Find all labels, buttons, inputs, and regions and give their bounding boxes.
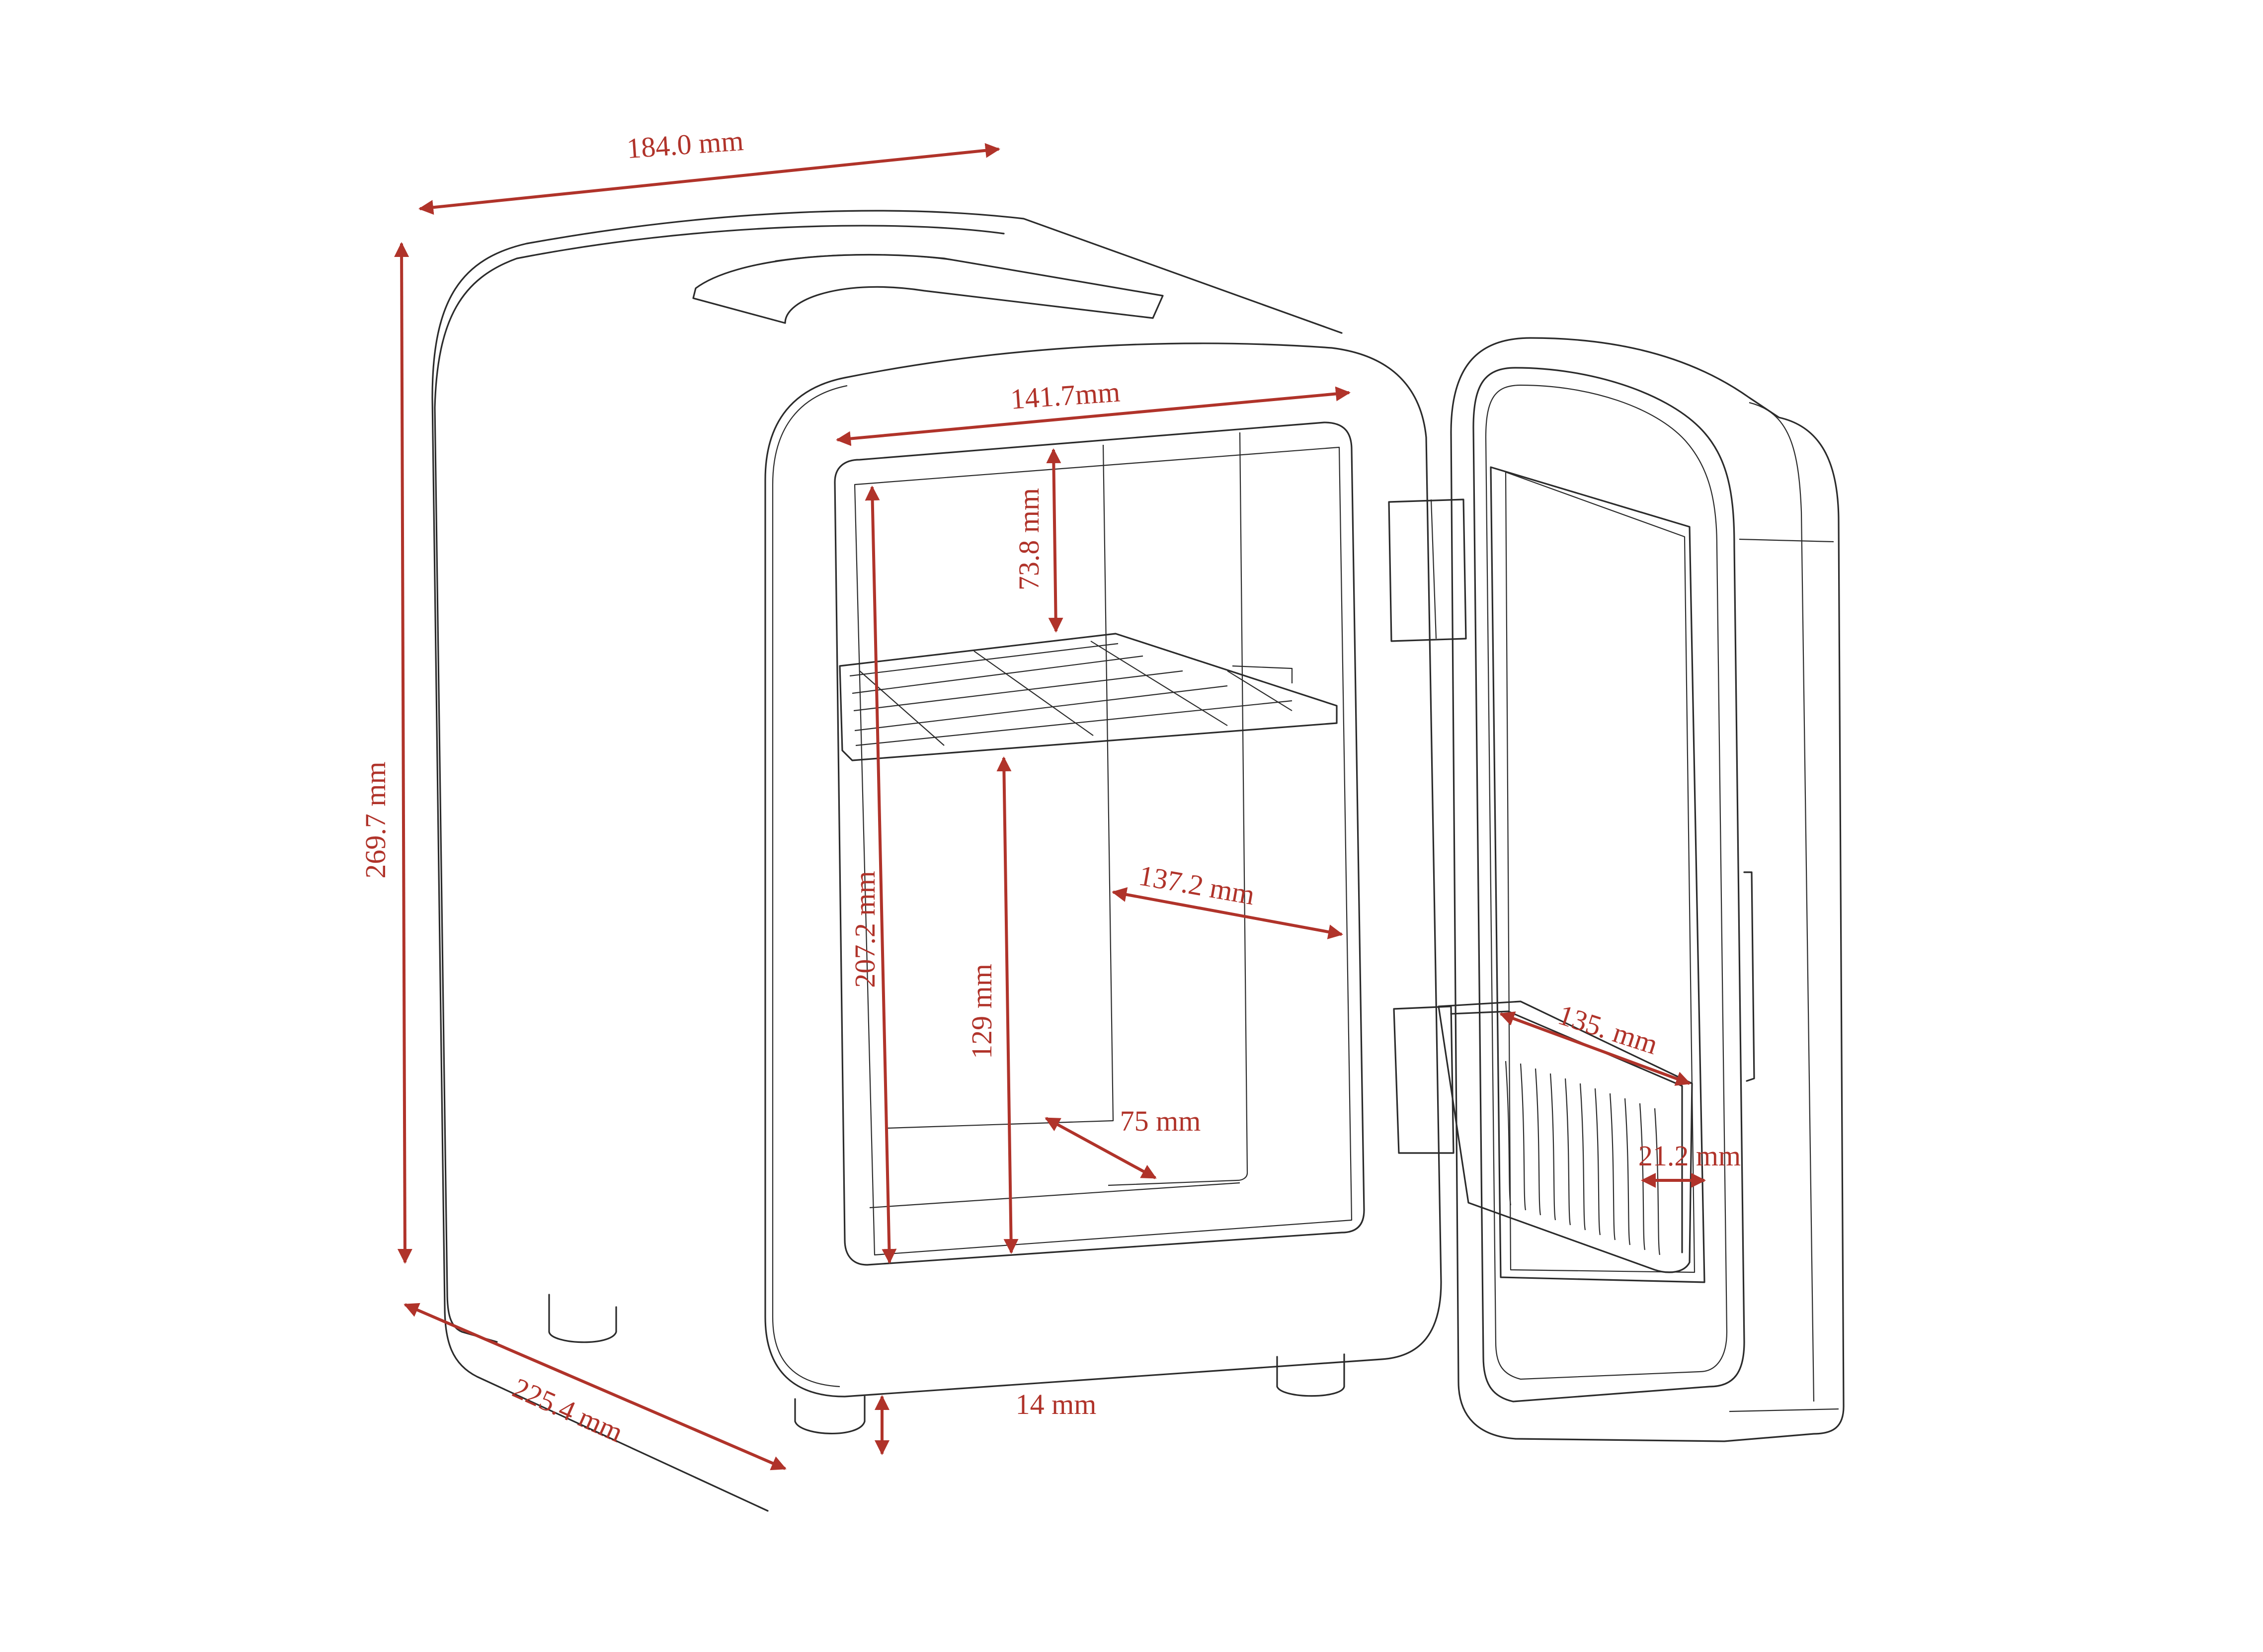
- label-upper-compartment: 73.8 mm: [1013, 488, 1045, 590]
- dimension-labels: 184.0 mm 269.7 mm 225.4 mm 141.7mm 73.8 …: [359, 124, 1741, 1449]
- label-inner-width: 141.7mm: [1009, 375, 1121, 415]
- door-side-seam: [1739, 538, 1834, 543]
- dim-arrow-upper-compartment: [1046, 448, 1063, 633]
- cavity-right-wall: [1108, 432, 1248, 1186]
- door-edge-line: [1749, 402, 1815, 1402]
- front-frame-bevel: [772, 385, 848, 1388]
- cavity-inner-edge: [854, 446, 1353, 1256]
- dim-arrow-inner-height: [865, 486, 897, 1264]
- door-bottle-rack: [1438, 1000, 1693, 1273]
- label-top-width: 184.0 mm: [626, 124, 744, 165]
- dim-arrow-back-step: [1045, 1117, 1157, 1179]
- label-depth: 225.4 mm: [508, 1372, 628, 1449]
- label-door-shelf-depth: 21.2 mm: [1638, 1140, 1741, 1172]
- label-lower-compartment: 129 mm: [966, 964, 998, 1059]
- cavity-floor-line: [869, 1182, 1240, 1209]
- door-inner-panel: [1490, 466, 1705, 1283]
- dim-arrow-height: [394, 242, 412, 1264]
- dim-arrow-inner-width: [836, 386, 1351, 446]
- label-foot-height: 14 mm: [1016, 1388, 1097, 1420]
- label-height: 269.7 mm: [359, 761, 392, 878]
- dim-arrow-inner-depth: [1112, 887, 1343, 939]
- dimension-lines: [394, 143, 1706, 1471]
- label-door-shelf-width: 135. mm: [1554, 998, 1662, 1061]
- dim-arrow-door-shelf-width: [1499, 1011, 1691, 1086]
- door-bottom-seam: [1729, 1408, 1839, 1412]
- dim-arrow-top-width: [418, 143, 1000, 215]
- upper-hinge-seam: [1430, 499, 1437, 639]
- dim-arrow-lower-compartment: [996, 756, 1019, 1254]
- handle-groove: [775, 254, 974, 264]
- fridge-side-inner-edge: [434, 225, 1005, 1343]
- lower-hinge: [1393, 1005, 1455, 1154]
- door-inner-panel-lip: [1505, 471, 1696, 1273]
- door-magnet-strip: [1743, 871, 1755, 1082]
- foot-front-left: [794, 1396, 866, 1434]
- foot-back-left: [548, 1294, 617, 1343]
- label-inner-height: 207.2 mm: [849, 871, 881, 988]
- foot-front-right: [1276, 1353, 1345, 1397]
- door-outer-shell: [1450, 337, 1845, 1442]
- label-inner-depth: 137.2 mm: [1136, 859, 1257, 911]
- upper-hinge: [1388, 498, 1467, 642]
- label-back-step: 75 mm: [1120, 1105, 1201, 1137]
- fridge-body: [431, 210, 1467, 1512]
- cavity-back-wall: [887, 444, 1114, 1129]
- door-gasket-inner: [1485, 384, 1728, 1380]
- door-gasket-outer: [1472, 367, 1745, 1403]
- top-handle-recess: [692, 253, 1164, 324]
- dim-arrow-depth: [404, 1303, 787, 1471]
- wire-shelf: [839, 633, 1338, 761]
- fridge-door: [1438, 337, 1845, 1442]
- cavity-outer-edge: [834, 421, 1365, 1266]
